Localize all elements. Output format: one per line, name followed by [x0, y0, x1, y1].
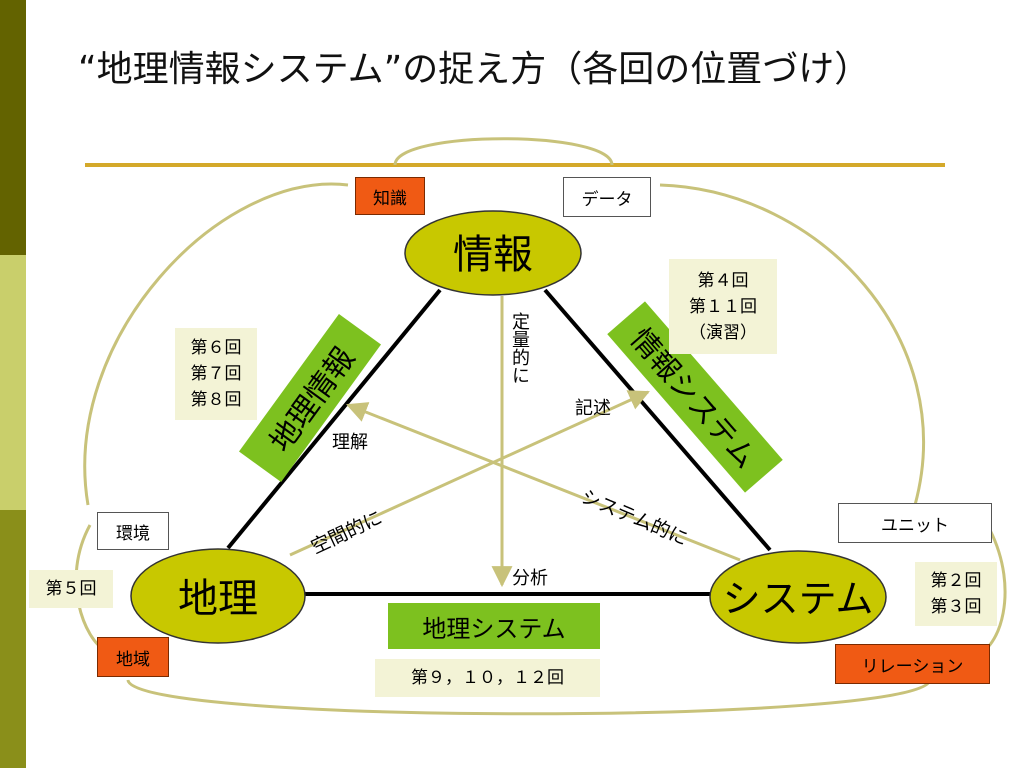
label-quantitative: 定量的に	[509, 312, 530, 384]
session-line: 第４回	[697, 270, 749, 291]
tag-relation: リレーション	[835, 644, 990, 684]
sidebar-olive-block	[0, 510, 26, 768]
oval-geo: 地理	[130, 548, 306, 644]
session-line: 第５回	[45, 579, 97, 599]
label-analyze: 分析	[512, 568, 548, 589]
tag-region: 地域	[97, 637, 169, 677]
arrows	[289, 296, 741, 588]
arrow-right-diag	[346, 402, 741, 562]
oval-geo-label: 地理	[178, 576, 258, 622]
left-arc	[83, 182, 349, 506]
sidebar-light-block	[0, 255, 26, 510]
oval-info-label: 情報	[453, 232, 533, 278]
sessions-system: 第２回 第３回	[915, 562, 997, 626]
oval-info: 情報	[404, 210, 582, 296]
sidebar-decoration	[0, 0, 26, 768]
right-arc	[659, 183, 926, 506]
sessions-geo-info: 第６回 第７回 第８回	[175, 328, 257, 420]
edge-right	[543, 288, 772, 552]
sessions-geo-system: 第９，１０，１２回	[375, 659, 600, 697]
oval-system: システム	[709, 550, 887, 644]
tag-unit: ユニット	[838, 503, 992, 543]
session-line: 第８回	[190, 390, 242, 410]
oval-system-label: システム	[723, 577, 874, 621]
edge-label-geo-system: 地理システム	[388, 603, 600, 649]
session-line: 第２回	[930, 571, 982, 591]
session-line: 第９，１０，１２回	[411, 668, 564, 688]
tag-data: データ	[563, 177, 651, 217]
arrow-left-diag	[289, 390, 650, 557]
session-line: 第１１回	[689, 296, 757, 317]
label-describe: 記述	[575, 398, 611, 419]
session-line: （演習）	[689, 322, 757, 343]
tag-knowledge: 知識	[355, 177, 425, 215]
edge-left	[226, 288, 442, 550]
sessions-info-system: 第４回 第１１回 （演習）	[669, 259, 777, 354]
session-line: 第３回	[930, 597, 982, 617]
triangle-edges	[226, 288, 772, 596]
top-arc	[393, 137, 614, 166]
session-line: 第６回	[190, 338, 242, 358]
sessions-geo: 第５回	[29, 570, 113, 608]
tag-environment: 環境	[97, 512, 169, 550]
session-line: 第７回	[190, 364, 242, 384]
bottom-arc	[126, 679, 932, 716]
label-understand: 理解	[332, 432, 368, 453]
sidebar-dark-block	[0, 0, 26, 255]
page-title: “地理情報システム”の捉え方（各回の位置づけ）	[78, 49, 871, 90]
